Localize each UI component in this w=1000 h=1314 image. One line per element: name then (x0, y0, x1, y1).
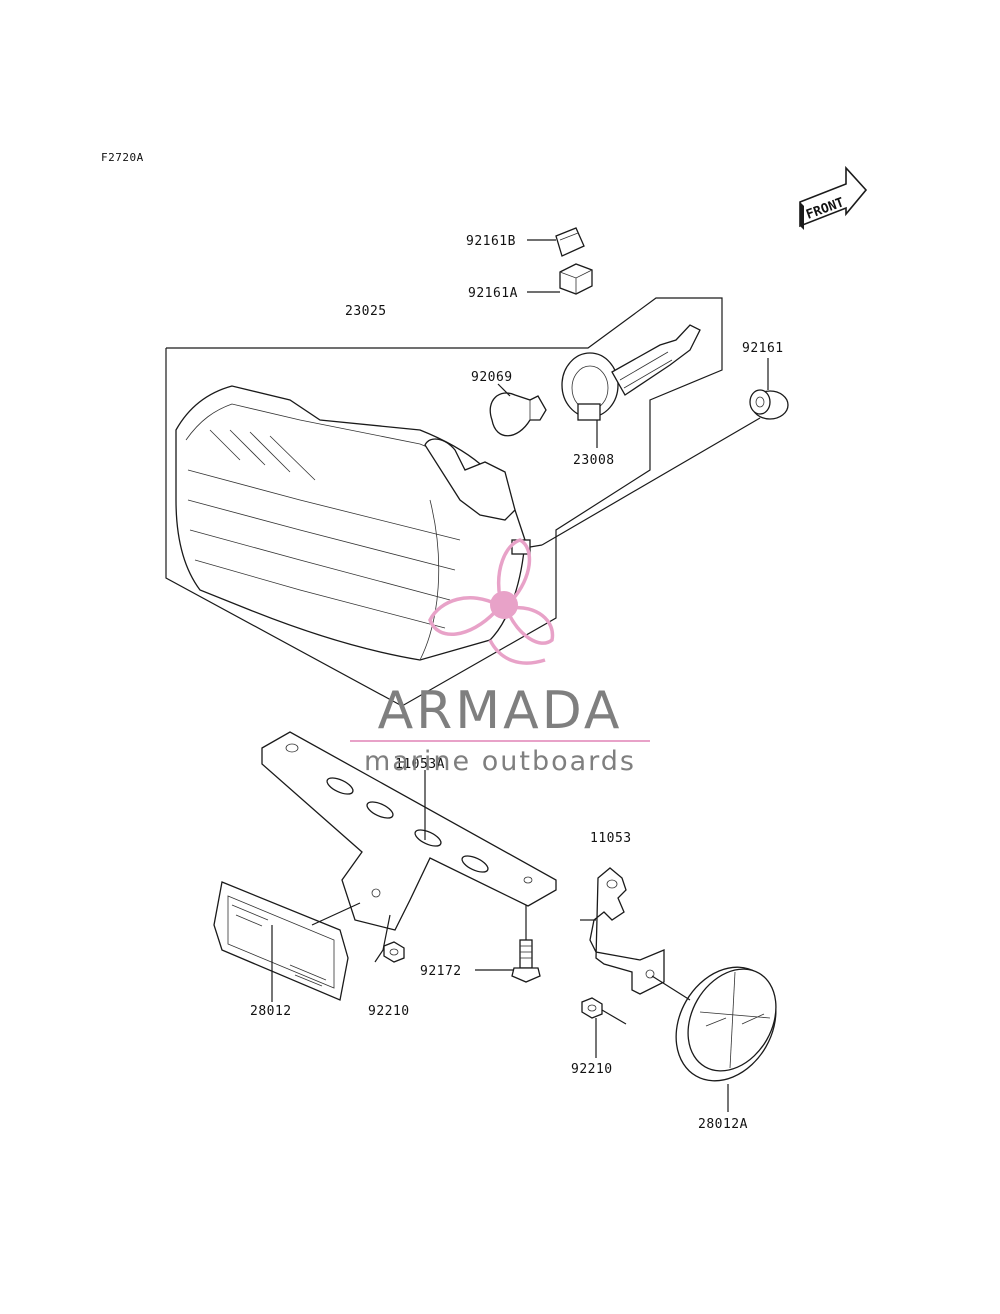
part-92161B-cap (555, 227, 585, 257)
tail-lamp-housing (175, 385, 543, 661)
assembly-outline-23025 (165, 297, 723, 707)
part-92210-nut-right (581, 997, 603, 1019)
label-92069: 92069 (471, 370, 513, 385)
watermark-logo-icon (428, 538, 555, 665)
part-92161A-block (559, 263, 593, 295)
watermark-tagline: marine outboards (364, 746, 636, 777)
part-28012A-round-reflector (675, 966, 777, 1082)
part-92161-grommet (749, 389, 789, 420)
watermark-brand: ARMADA (378, 681, 623, 741)
label-92210-left: 92210 (368, 1004, 410, 1019)
part-92172-bolt (511, 939, 541, 983)
label-92210-right: 92210 (571, 1062, 613, 1077)
part-28012-reflector (213, 881, 349, 1001)
label-92161: 92161 (742, 341, 784, 356)
label-92161B: 92161B (466, 234, 516, 249)
front-arrow-icon: FRONT (799, 165, 868, 230)
label-28012: 28012 (250, 1004, 292, 1019)
label-23008: 23008 (573, 453, 615, 468)
label-92172: 92172 (420, 964, 462, 979)
label-11053: 11053 (590, 831, 632, 846)
label-11053A: 11053A (395, 757, 445, 772)
part-92069-bulb (489, 392, 547, 437)
label-92161A: 92161A (468, 286, 518, 301)
diagram-code: F2720A (101, 151, 144, 164)
label-23025: 23025 (345, 304, 387, 319)
part-23008-socket (561, 324, 701, 421)
part-92210-nut-left (383, 941, 405, 963)
label-28012A: 28012A (698, 1117, 748, 1132)
part-11053A-bracket (261, 731, 557, 931)
part-11053-bracket (580, 867, 665, 995)
